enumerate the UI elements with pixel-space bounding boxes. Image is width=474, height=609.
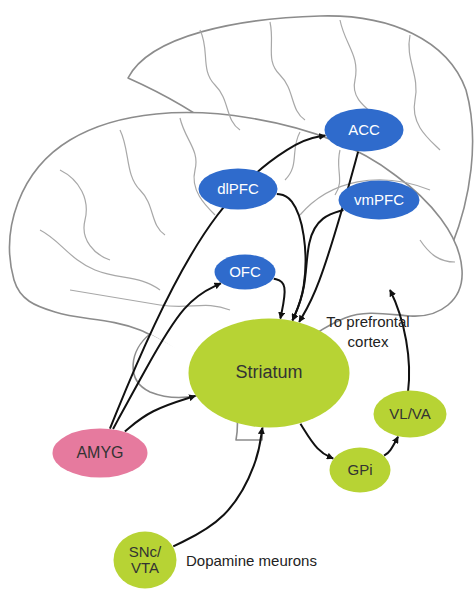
node-label: ACC (342, 122, 386, 139)
arrow-connector (299, 152, 358, 322)
node-label: vmPFC (348, 192, 410, 209)
annotation-label: Dopamine meurons (186, 551, 336, 571)
arrow-connector (274, 279, 285, 319)
ellipse-fill (330, 448, 391, 493)
nucleus-ellipse: AMYG (52, 428, 148, 478)
nucleus-ellipse: GPi (329, 447, 391, 493)
output-arrow (390, 290, 409, 392)
node-label: Striatum (229, 363, 308, 383)
region-ellipse: vmPFC (338, 180, 420, 220)
nucleus-ellipse: Striatum (188, 318, 350, 428)
ellipse-fill (215, 255, 276, 290)
annotation-label: To prefrontal cortex (318, 312, 418, 351)
ellipse-fill (189, 319, 350, 428)
nucleus-ellipse: VL/VA (373, 390, 447, 438)
node-label: AMYG (70, 444, 129, 462)
arrow-connector (384, 437, 398, 456)
arrow-connector (173, 428, 262, 547)
region-ellipse: OFC (214, 254, 276, 290)
ellipse-fill (374, 391, 447, 438)
ellipse-fill (114, 532, 177, 589)
ellipse-fill (199, 169, 278, 210)
node-label: SNc/ VTA (113, 544, 177, 577)
arrow-connector (125, 396, 195, 432)
node-label: GPi (341, 462, 378, 479)
ellipse-fill (325, 109, 404, 152)
node-label: VL/VA (383, 406, 436, 423)
region-ellipse: ACC (324, 108, 404, 152)
brain-illustration (10, 16, 473, 440)
ellipse-fill (53, 429, 148, 478)
node-label: dlPFC (211, 181, 265, 198)
nucleus-ellipse: SNc/ VTA (113, 531, 177, 589)
arrow-connector (300, 424, 333, 459)
region-ellipse: dlPFC (198, 168, 278, 210)
arrow-connector (292, 210, 343, 320)
node-label: OFC (223, 264, 267, 281)
gyri-lines (40, 20, 455, 310)
ellipse-fill (339, 181, 420, 220)
